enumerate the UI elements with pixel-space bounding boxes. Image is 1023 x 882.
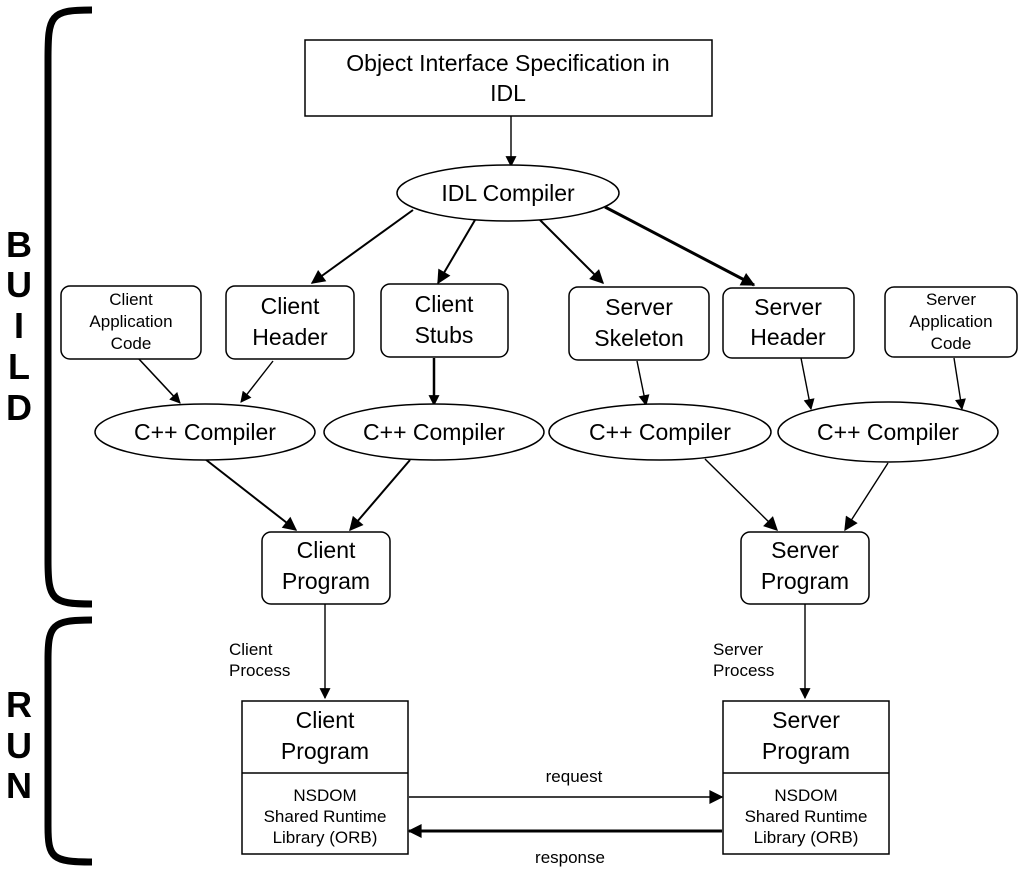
run-letter: N: [6, 765, 32, 806]
idl-compiler-label: IDL Compiler: [441, 180, 575, 206]
cpp-compiler-label: C++ Compiler: [817, 419, 959, 445]
cpp-compiler-label: C++ Compiler: [363, 419, 505, 445]
client-stubs-label: Stubs: [415, 322, 474, 348]
server-program-run-label: Program: [762, 738, 850, 764]
cpp-compiler-node: C++ Compiler: [323, 403, 545, 461]
edge-cpp2-to-client-program: [349, 459, 411, 532]
server-process-label: Server: [713, 640, 763, 659]
run-letter: R: [6, 684, 32, 725]
server-skeleton-node: Server Skeleton: [568, 286, 710, 361]
idl-spec-label: IDL: [490, 80, 526, 106]
client-header-label: Client: [261, 293, 320, 319]
client-process-label: Client: [229, 640, 273, 659]
server-app-code-node: Server Application Code: [884, 286, 1018, 358]
server-runtime-label: Shared Runtime: [745, 807, 868, 826]
build-letter: I: [14, 305, 24, 346]
request-label: request: [546, 767, 603, 786]
idl-spec-node: Object Interface Specification in IDL: [304, 39, 713, 117]
client-app-code-label: Client: [109, 290, 153, 309]
client-runtime-label: Library (ORB): [273, 828, 378, 847]
server-process-label: Process: [713, 661, 774, 680]
client-program-label: Client: [297, 537, 356, 563]
cpp-compiler-node: C++ Compiler: [777, 401, 999, 463]
build-letter: D: [6, 387, 32, 428]
edge-cpp3-to-server-program: [704, 458, 778, 531]
server-runtime-label: Library (ORB): [754, 828, 859, 847]
edge-server-skeleton-to-cpp3: [636, 360, 650, 407]
server-program-label: Program: [761, 568, 849, 594]
server-runtime-label: NSDOM: [774, 786, 837, 805]
edge-cpp4-to-server-program: [844, 462, 889, 532]
build-letter: B: [6, 224, 32, 265]
client-program-build-node: Client Program: [261, 531, 391, 605]
build-letter: U: [6, 264, 32, 305]
server-skeleton-label: Skeleton: [594, 325, 684, 351]
edge-cpp1-to-client-program: [204, 458, 298, 531]
server-header-label: Header: [750, 324, 826, 350]
run-bracket: [44, 616, 93, 866]
client-runtime-node: Client Program NSDOM Shared Runtime Libr…: [241, 700, 409, 855]
idl-spec-label: Object Interface Specification in: [346, 50, 669, 76]
client-runtime-label: NSDOM: [293, 786, 356, 805]
server-header-label: Server: [754, 294, 822, 320]
server-app-code-label: Application: [909, 312, 992, 331]
edge-client-header-to-cpp1: [240, 360, 274, 403]
cpp-compiler-node: C++ Compiler: [94, 403, 316, 461]
run-letter: U: [6, 725, 32, 766]
edge-server-app-to-cpp4: [953, 357, 966, 411]
edge-idl-to-server-skeleton: [539, 219, 604, 284]
build-bracket: [44, 6, 93, 608]
client-app-code-node: Client Application Code: [60, 285, 202, 360]
server-app-code-label: Server: [926, 290, 976, 309]
cpp-compiler-label: C++ Compiler: [134, 419, 276, 445]
response-label: response: [535, 848, 605, 867]
cpp-compiler-node: C++ Compiler: [548, 403, 772, 461]
client-program-label: Program: [282, 568, 370, 594]
edges: [137, 116, 966, 838]
server-program-build-node: Server Program: [740, 531, 870, 605]
server-app-code-label: Code: [931, 334, 972, 353]
server-program-run-label: Server: [772, 707, 840, 733]
edge-client-app-to-cpp1: [137, 357, 181, 404]
server-skeleton-label: Server: [605, 294, 673, 320]
edge-idl-to-client-header: [310, 209, 414, 284]
client-program-run-label: Program: [281, 738, 369, 764]
client-stubs-node: Client Stubs: [380, 283, 509, 358]
edge-idl-to-client-stubs: [437, 219, 476, 285]
client-app-code-label: Application: [89, 312, 172, 331]
cpp-compiler-label: C++ Compiler: [589, 419, 731, 445]
idl-compiler-node: IDL Compiler: [396, 164, 620, 222]
edge-server-header-to-cpp4: [800, 357, 815, 411]
build-letter: L: [8, 346, 30, 387]
server-runtime-node: Server Program NSDOM Shared Runtime Libr…: [722, 700, 890, 855]
edge-idl-to-server-header: [604, 205, 756, 287]
client-header-node: Client Header: [225, 285, 355, 360]
client-process-label: Process: [229, 661, 290, 680]
client-runtime-label: Shared Runtime: [264, 807, 387, 826]
client-header-label: Header: [252, 324, 328, 350]
server-header-node: Server Header: [722, 287, 855, 359]
client-program-run-label: Client: [296, 707, 355, 733]
client-stubs-label: Client: [415, 291, 474, 317]
client-app-code-label: Code: [111, 334, 152, 353]
server-program-label: Server: [771, 537, 839, 563]
